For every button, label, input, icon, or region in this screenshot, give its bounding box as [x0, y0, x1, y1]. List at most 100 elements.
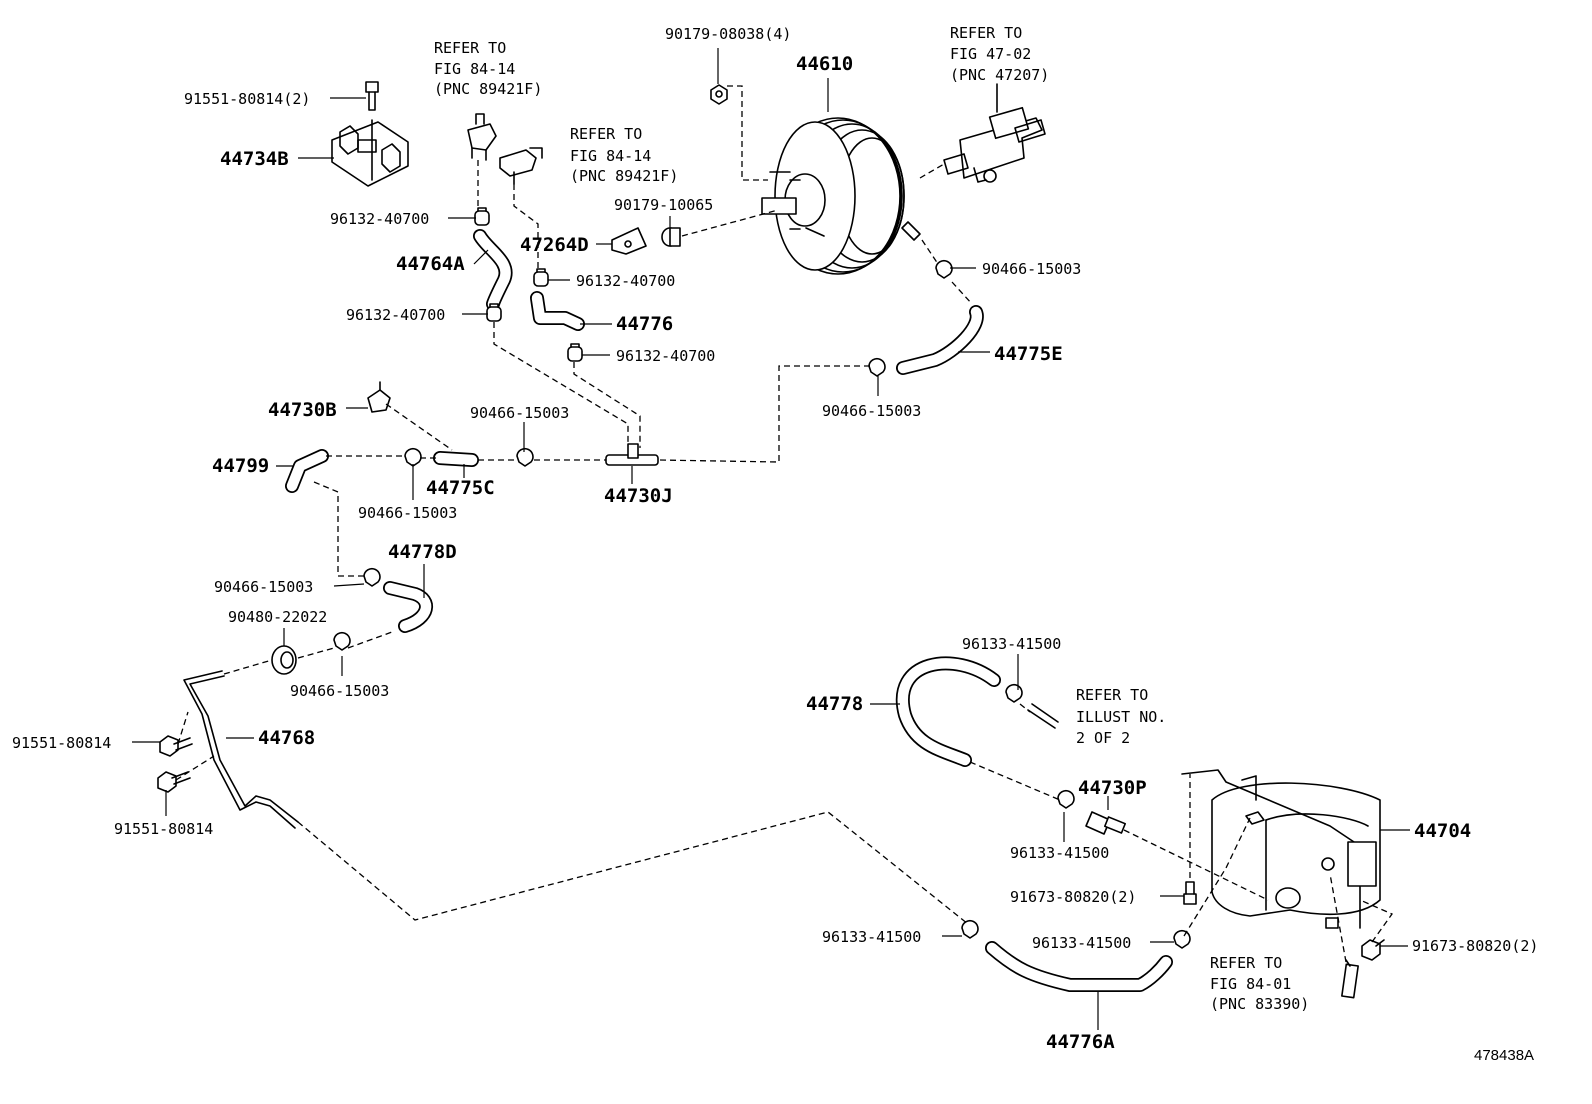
tee-44730J[interactable]	[605, 443, 659, 466]
grommet-90480-22022[interactable]	[271, 645, 297, 675]
clamp-96133-d	[1173, 929, 1191, 949]
bracket-47264D[interactable]	[611, 227, 647, 255]
hose-stub-illust	[1027, 703, 1059, 729]
svg-text:FIG 47-02: FIG 47-02	[950, 45, 1031, 63]
label-91551-80814-2: 91551-80814(2)	[184, 90, 310, 108]
clamp-96132-d	[567, 343, 583, 362]
hose-44778D[interactable]	[383, 581, 433, 633]
hose-44799[interactable]	[285, 449, 329, 493]
label-44775E: 44775E	[994, 343, 1063, 365]
reservoir-44704[interactable]	[1181, 769, 1381, 929]
label-44775C: 44775C	[426, 477, 495, 499]
brake-booster-44610[interactable]	[761, 117, 921, 275]
label-90179-08038-4: 90179-08038(4)	[665, 25, 791, 43]
bolt-91551-a[interactable]	[159, 735, 193, 757]
label-90466-15003-b: 90466-15003	[822, 402, 921, 420]
label-96133-41500-a: 96133-41500	[962, 635, 1061, 653]
bolt-91673-b[interactable]	[1361, 939, 1385, 961]
label-90179-10065: 90179-10065	[614, 196, 713, 214]
diagram-id: 478438A	[1474, 1047, 1534, 1064]
label-90466-15003-e: 90466-15003	[214, 578, 313, 596]
label-44734B: 44734B	[220, 148, 289, 170]
svg-text:REFER TO: REFER TO	[434, 39, 506, 57]
ref-illust-2-of-2: REFER TO ILLUST NO. 2 OF 2	[1076, 686, 1166, 747]
label-44778: 44778	[806, 693, 863, 715]
clamp-96132-a	[474, 207, 490, 226]
label-44730B: 44730B	[268, 399, 337, 421]
svg-text:(PNC 89421F): (PNC 89421F)	[434, 80, 542, 98]
label-91551-80814-b: 91551-80814	[114, 820, 213, 838]
svg-text:ILLUST NO.: ILLUST NO.	[1076, 708, 1166, 726]
label-90466-15003-f: 90466-15003	[290, 682, 389, 700]
label-44768: 44768	[258, 727, 315, 749]
label-44704: 44704	[1414, 820, 1471, 842]
label-90466-15003-a: 90466-15003	[982, 260, 1081, 278]
pipe-44768[interactable]	[183, 670, 299, 829]
level-sensor[interactable]	[1341, 959, 1359, 999]
hose-44776A[interactable]	[985, 941, 1173, 992]
leader-lines	[132, 48, 1410, 1030]
svg-text:(PNC 89421F): (PNC 89421F)	[570, 167, 678, 185]
label-96133-41500-c: 96133-41500	[822, 928, 921, 946]
clamp-96132-b	[533, 268, 549, 287]
svg-text:2 OF 2: 2 OF 2	[1076, 729, 1130, 747]
reference-notes: REFER TO FIG 84-14 (PNC 89421F) REFER TO…	[434, 24, 1309, 1013]
ref-fig-84-14-b: REFER TO FIG 84-14 (PNC 89421F)	[570, 125, 678, 185]
clamp-90466-f	[333, 631, 351, 651]
svg-text:REFER TO: REFER TO	[950, 24, 1022, 42]
bolt-91551-b[interactable]	[157, 771, 191, 793]
bolt-91551-top[interactable]	[365, 81, 379, 111]
clamp-96133-c	[961, 919, 979, 939]
vsv-sensor-a[interactable]	[467, 113, 497, 161]
label-47264D: 47264D	[520, 234, 589, 256]
clamp-96133-a	[1005, 683, 1023, 703]
clamp-90466-d	[404, 447, 422, 467]
master-cylinder[interactable]	[943, 83, 1046, 183]
label-96132-40700-b: 96132-40700	[576, 272, 675, 290]
nut-90179-10065[interactable]	[661, 227, 681, 247]
clamp-90466-c	[516, 447, 534, 467]
hose-44775E[interactable]	[896, 305, 984, 375]
label-91551-80814-a: 91551-80814	[12, 734, 111, 752]
svg-text:REFER TO: REFER TO	[1076, 686, 1148, 704]
bracket-44734B[interactable]	[331, 119, 409, 187]
part-labels: 91551-80814(2) 44734B 96132-40700 44764A…	[12, 25, 1538, 1053]
connector-44730P[interactable]	[1085, 811, 1127, 835]
connection-lines	[175, 85, 1393, 963]
ref-fig-47-02: REFER TO FIG 47-02 (PNC 47207)	[950, 24, 1049, 84]
label-96133-41500-b: 96133-41500	[1010, 844, 1109, 862]
label-91673-80820-2-a: 91673-80820(2)	[1010, 888, 1136, 906]
svg-text:(PNC 83390): (PNC 83390)	[1210, 995, 1309, 1013]
label-96132-40700-a: 96132-40700	[330, 210, 429, 228]
svg-text:FIG 84-14: FIG 84-14	[570, 147, 651, 165]
label-44764A: 44764A	[396, 253, 465, 275]
svg-text:(PNC 47207): (PNC 47207)	[950, 66, 1049, 84]
svg-text:REFER TO: REFER TO	[570, 125, 642, 143]
label-96132-40700-d: 96132-40700	[616, 347, 715, 365]
hose-44778[interactable]	[895, 656, 1001, 767]
label-96132-40700-c: 96132-40700	[346, 306, 445, 324]
nut-90179-08038[interactable]	[710, 84, 728, 105]
hose-44775C[interactable]	[433, 451, 479, 467]
vsv-sensor-b[interactable]	[499, 147, 543, 185]
ref-fig-84-14-a: REFER TO FIG 84-14 (PNC 89421F)	[434, 39, 542, 98]
label-90466-15003-c: 90466-15003	[470, 404, 569, 422]
clamp-90466-b	[868, 357, 886, 377]
label-44730J: 44730J	[604, 485, 673, 507]
label-91673-80820-2-b: 91673-80820(2)	[1412, 937, 1538, 955]
clamp-90466-a	[935, 259, 953, 279]
label-90480-22022: 90480-22022	[228, 608, 327, 626]
hose-44776[interactable]	[530, 291, 585, 331]
label-44778D: 44778D	[388, 541, 457, 563]
label-44610: 44610	[796, 53, 853, 75]
svg-text:FIG 84-01: FIG 84-01	[1210, 975, 1291, 993]
hose-44764A[interactable]	[473, 229, 513, 311]
label-44776: 44776	[616, 313, 673, 335]
label-44730P: 44730P	[1078, 777, 1147, 799]
check-valve-44730B[interactable]	[367, 381, 391, 413]
clamp-96133-b	[1057, 789, 1075, 809]
clamp-90466-e	[363, 567, 381, 587]
label-44799: 44799	[212, 455, 269, 477]
bolt-91673-a[interactable]	[1183, 881, 1197, 905]
